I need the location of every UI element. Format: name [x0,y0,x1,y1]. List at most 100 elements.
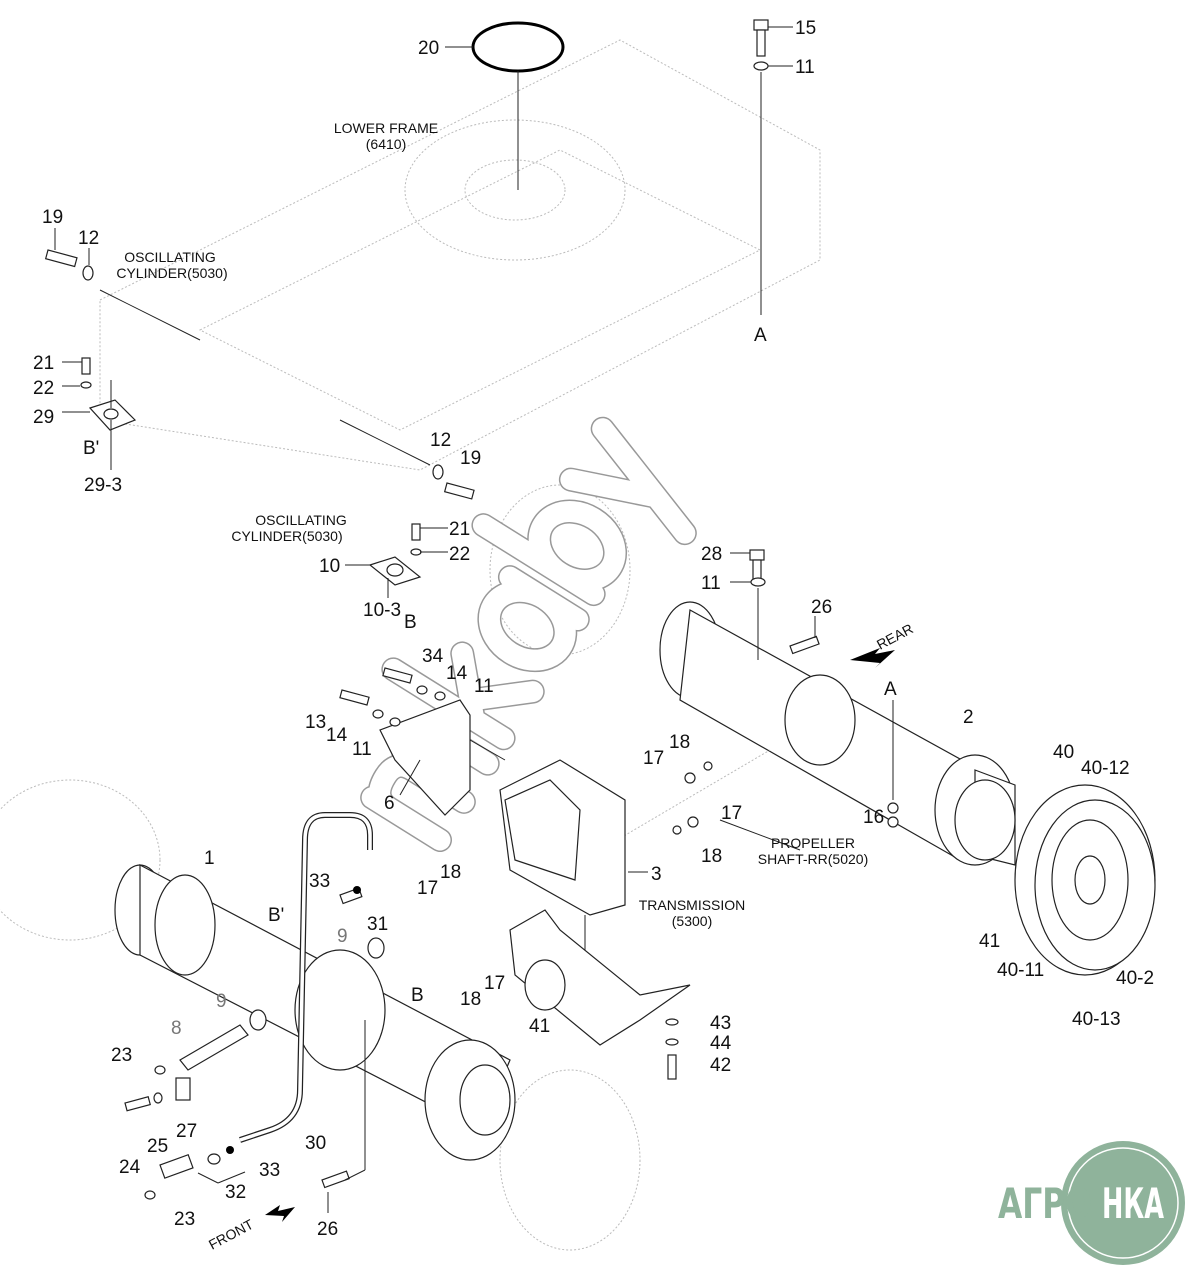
callout-42: 42 [710,1055,731,1076]
callout-18: 18 [669,732,690,753]
callout-11: 11 [795,57,815,78]
callout-40-12: 40-12 [1081,758,1130,779]
callout-18: 18 [701,846,722,867]
callout-18: 18 [440,862,461,883]
callout-18: 18 [460,989,481,1010]
callout-11: 11 [701,573,721,594]
osc-cylinder-label: OSCILLATING [124,249,216,265]
callout-33: 33 [309,871,330,892]
transmission-code: (5300) [672,913,712,929]
wheel-40 [1014,784,1156,976]
callout-25: 25 [147,1136,168,1157]
callout-10-3: 10-3 [363,600,401,621]
svg-text:НКА: НКА [1102,1179,1164,1228]
callout-11: 11 [352,739,372,760]
fittings [124,886,366,1222]
callout-17: 17 [721,803,742,824]
callout-1: 1 [204,848,215,869]
callout-31: 31 [367,914,388,935]
callout-34: 34 [422,646,444,667]
callout-40-11: 40-11 [997,960,1044,981]
propeller-shaft [599,749,899,851]
osc-cylinder-code: CYLINDER(5030) [116,265,227,281]
rear-axle [659,549,1016,866]
callout-30: 30 [305,1133,326,1154]
callout-22: 22 [33,378,54,399]
callout-19: 19 [460,448,481,469]
lower-frame-ghost [99,39,821,471]
callout-17: 17 [643,748,664,769]
lower-frame-label: LOWER FRAME [334,120,438,136]
callout-19: 19 [42,207,63,228]
osc-cylinder-code: CYLINDER(5030) [231,528,342,544]
guard-41 [509,909,691,1080]
rear-direction-label: REAR [874,620,916,652]
callout-B-prime: B' [83,438,99,459]
agronka-logo: АГРО НКА [998,1141,1185,1265]
propeller-shaft-code: SHAFT-RR(5020) [758,851,868,867]
callout-29-3: 29-3 [84,475,122,496]
callout-13: 13 [305,712,326,733]
plate-10 [345,523,448,598]
callout-20: 20 [418,38,439,59]
callout-21: 21 [449,519,470,540]
callout-40-13: 40-13 [1072,1009,1121,1030]
callout-43: 43 [710,1013,731,1034]
callout-B-prime: B' [268,905,284,926]
callout-17: 17 [484,973,505,994]
svg-text:АГРО: АГРО [998,1179,1092,1228]
osc-cylinder-label: OSCILLATING [255,512,347,528]
bolt-19-mid [339,419,475,500]
callout-12: 12 [430,430,451,451]
callout-29: 29 [33,407,54,428]
callout-28: 28 [701,544,722,565]
callout-A: A [754,325,767,346]
front-axle [114,864,516,1161]
transmission-label: TRANSMISSION [639,897,746,913]
callout-17: 17 [417,878,438,899]
callout-B: B [411,985,424,1006]
callout-22: 22 [449,544,470,565]
callout-41: 41 [529,1016,550,1037]
callout-33: 33 [259,1160,280,1181]
callout-15: 15 [795,18,816,39]
callout-11: 11 [474,676,494,697]
callout-21: 21 [33,353,54,374]
callout-32: 32 [225,1182,246,1203]
hose-30 [239,812,373,1143]
callout-2: 2 [963,707,974,728]
callout-40-2: 40-2 [1116,968,1154,989]
callout-14: 14 [326,725,348,746]
callout-A: A [884,679,897,700]
callout-10: 10 [319,556,340,577]
front-direction-label: FRONT [206,1216,256,1253]
plate-29 [62,357,137,470]
callout-8: 8 [171,1018,182,1039]
callout-44: 44 [710,1033,732,1054]
callout-23: 23 [111,1045,132,1066]
callout-27: 27 [176,1121,197,1142]
propeller-shaft-label: PROPELLER [771,835,855,851]
callout-B: B [404,612,417,633]
callout-40: 40 [1053,742,1074,763]
lower-frame-code: (6410) [366,136,406,152]
callout-24: 24 [119,1157,141,1178]
callout-26: 26 [811,597,832,618]
callout-16: 16 [863,807,884,828]
callout-6: 6 [384,793,395,814]
callout-9: 9 [216,991,227,1012]
callout-12: 12 [78,228,99,249]
callout-14: 14 [446,663,468,684]
bracket-6 [339,667,506,816]
callout-41: 41 [979,931,1000,952]
callout-3: 3 [651,864,662,885]
bolt-15 [753,19,793,315]
callout-9: 9 [337,926,348,947]
bolt-19-top [44,228,201,341]
transmission [499,759,648,1005]
callout-26: 26 [317,1219,338,1240]
callout-23: 23 [174,1209,195,1230]
